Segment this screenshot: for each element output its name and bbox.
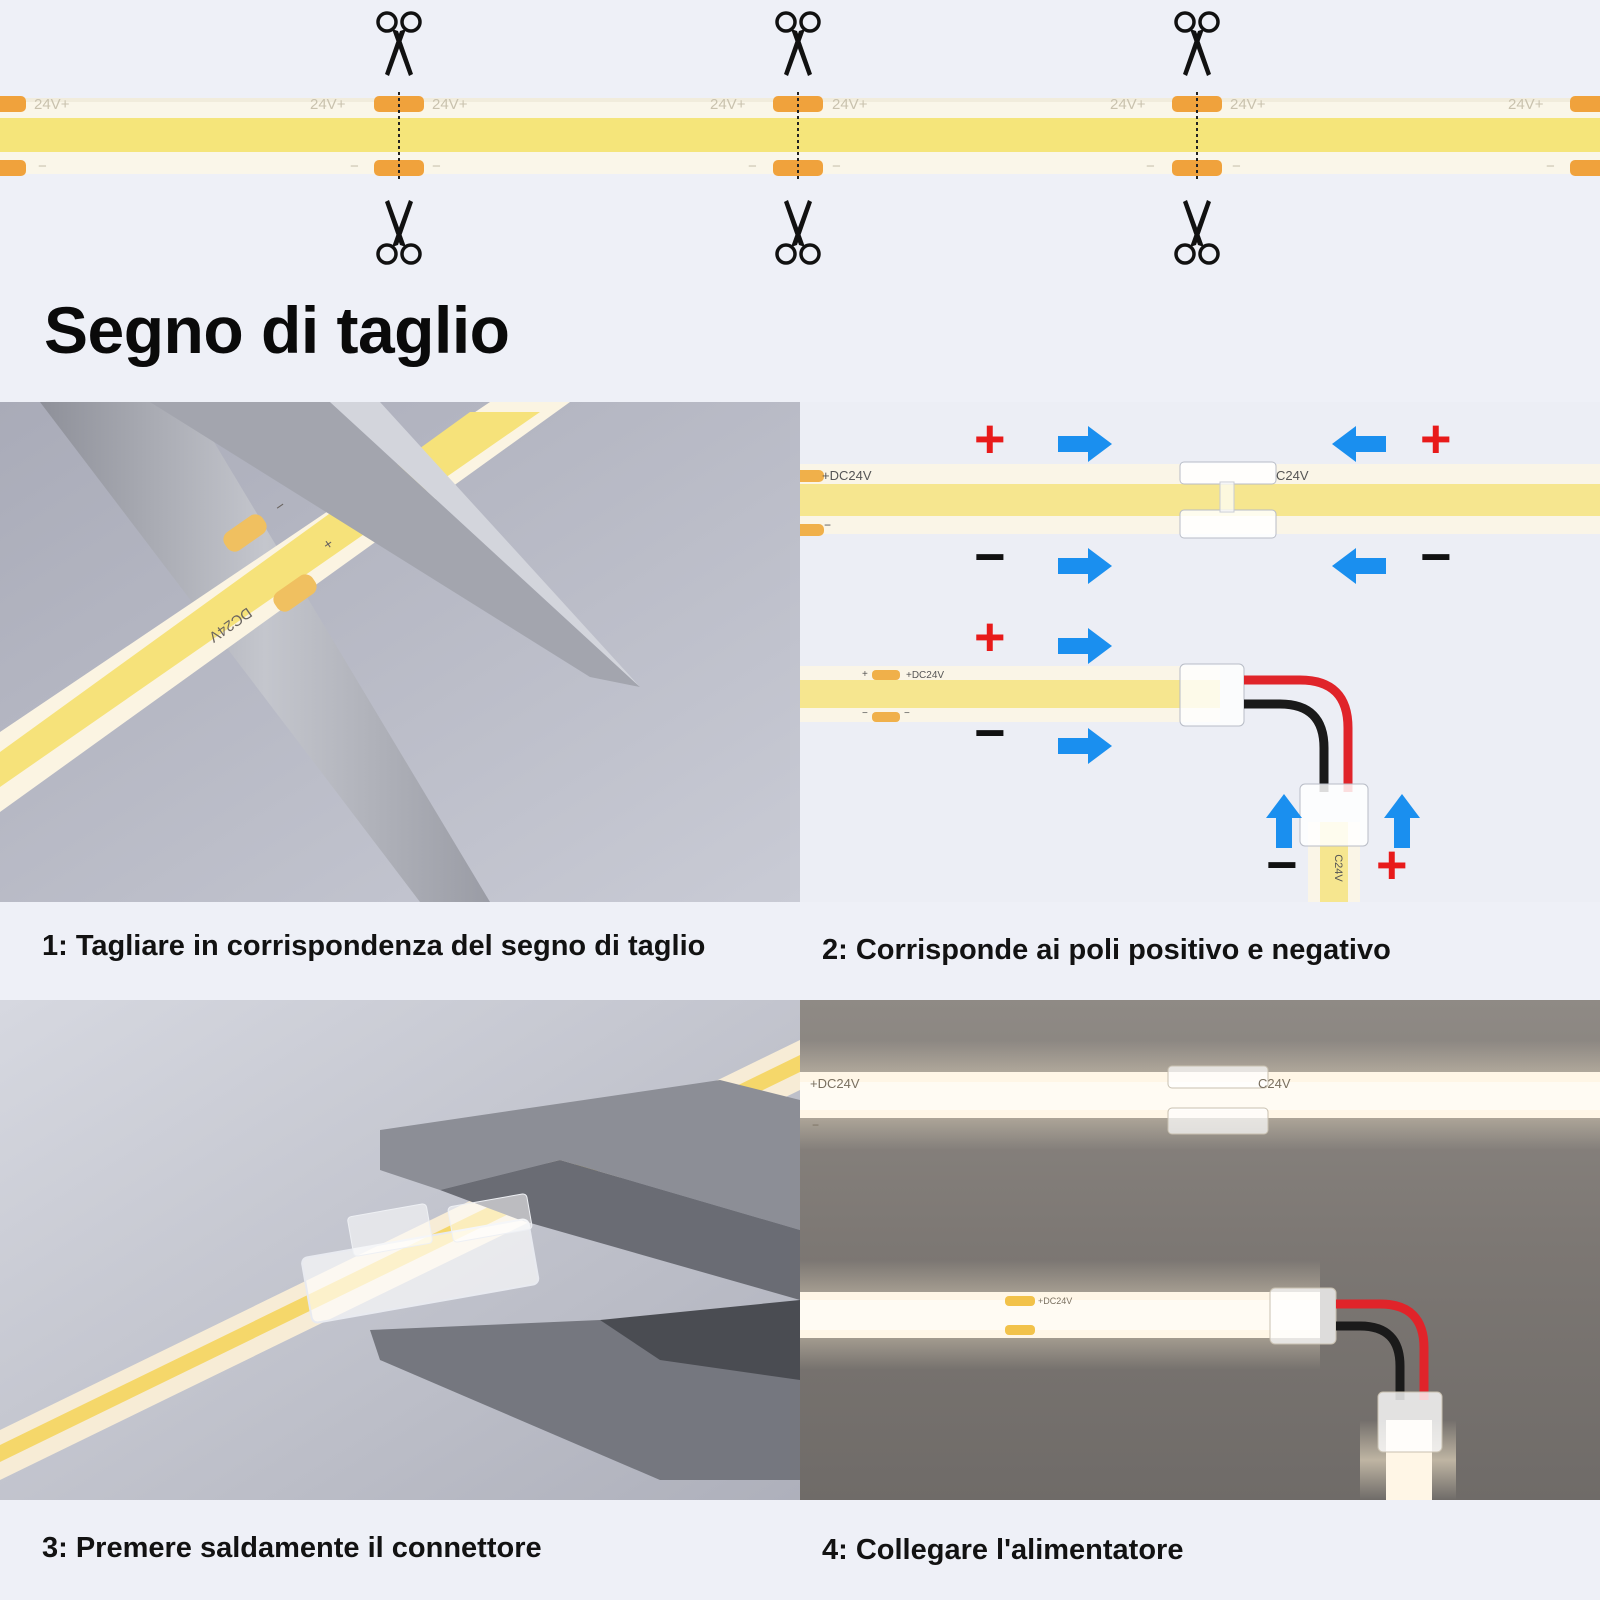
- arrow-right-icon: [1058, 728, 1112, 764]
- led-strip-graphic: [0, 92, 1600, 180]
- arrow-right-icon: [1058, 426, 1112, 462]
- strip-label-positive: 24V+: [710, 96, 746, 113]
- strip-print-dc24v: +DC24V: [810, 1076, 860, 1091]
- top-led-strip: [0, 92, 1600, 180]
- strip-print-dc24v: C24V: [1258, 1076, 1291, 1091]
- polarity-minus: −: [974, 703, 1006, 763]
- strip-label-negative: −: [1146, 158, 1155, 175]
- strip-label-negative: −: [748, 158, 757, 175]
- panel-connect-power: +DC24V C24V − +DC24V: [800, 1000, 1600, 1500]
- strip-print-dc24v: +DC24V: [906, 670, 945, 681]
- strip-label-positive: 24V+: [432, 96, 468, 113]
- strip-print-dc24v: +DC24V: [822, 468, 872, 483]
- strip-label-positive: 24V+: [1230, 96, 1266, 113]
- scissors-icon: [775, 11, 821, 78]
- strip-label-negative: −: [832, 158, 841, 175]
- page-title: Segno di taglio: [44, 293, 510, 367]
- press-photo-illustration: [0, 1000, 800, 1500]
- arrow-up-icon: [1266, 794, 1302, 848]
- polarity-plus: +: [974, 409, 1006, 469]
- strip-label-positive: 24V+: [34, 96, 70, 113]
- scissors-icon: [1174, 198, 1220, 265]
- arrow-up-icon: [1384, 794, 1420, 848]
- polarity-minus: −: [974, 527, 1006, 587]
- strip-label-negative: −: [1232, 158, 1241, 175]
- caption-step-4: 4: Collegare l'alimentatore: [822, 1534, 1184, 1566]
- polarity-plus: +: [974, 607, 1006, 667]
- caption-step-1: 1: Tagliare in corrispondenza del segno …: [42, 930, 706, 962]
- strip-print-minus: −: [862, 708, 868, 719]
- strip-print-dc24v: C24V: [1331, 854, 1344, 882]
- strip-label-positive: 24V+: [1508, 96, 1544, 113]
- cut-photo-illustration: [0, 402, 800, 902]
- arrow-left-icon: [1332, 548, 1386, 584]
- panel-cut-strip: DC24V + −: [0, 402, 800, 902]
- strip-print-plus: +: [862, 669, 868, 680]
- scissors-icon: [775, 198, 821, 265]
- caption-step-2: 2: Corrisponde ai poli positivo e negati…: [822, 934, 1391, 966]
- strip-label-positive: 24V+: [1110, 96, 1146, 113]
- polarity-minus: −: [1420, 527, 1452, 587]
- polarity-plus: +: [1420, 409, 1452, 469]
- strip-print-minus: −: [904, 708, 910, 719]
- strip-print-dc24v: +DC24V: [1038, 1296, 1073, 1306]
- strip-label-negative: −: [1546, 158, 1555, 175]
- arrow-left-icon: [1332, 426, 1386, 462]
- strip-print-dc24v: C24V: [1276, 468, 1309, 483]
- strip-label-positive: 24V+: [310, 96, 346, 113]
- scissors-icon: [1174, 11, 1220, 78]
- scissors-icon: [376, 198, 422, 265]
- strip-label-negative: −: [38, 158, 47, 175]
- caption-step-3: 3: Premere saldamente il connettore: [42, 1532, 542, 1564]
- strip-label-negative: −: [350, 158, 359, 175]
- arrow-right-icon: [1058, 548, 1112, 584]
- polarity-diagram: [800, 461, 1600, 902]
- scissors-icon: [376, 11, 422, 78]
- strip-print-minus: −: [812, 1118, 820, 1132]
- panel-press-connector: [0, 1000, 800, 1500]
- strip-label-negative: −: [432, 158, 441, 175]
- arrow-right-icon: [1058, 628, 1112, 664]
- strip-label-positive: 24V+: [832, 96, 868, 113]
- panel-polarity: +DC24V C24V − +DC24V + − − C24V + + − − …: [800, 402, 1600, 902]
- strip-print-minus: −: [824, 518, 832, 532]
- lit-strip-illustration: [800, 1000, 1600, 1500]
